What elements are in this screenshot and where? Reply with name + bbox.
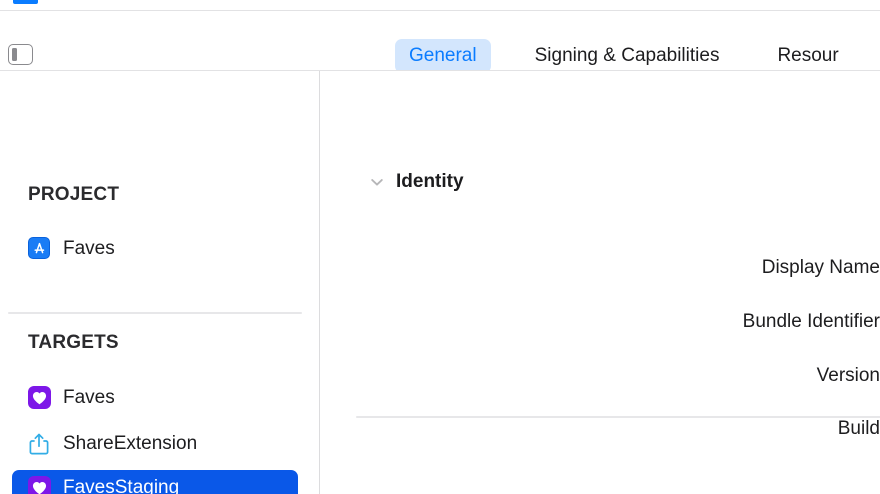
tab-general[interactable]: General: [395, 39, 491, 73]
tab-resource-tags[interactable]: Resour: [777, 45, 839, 66]
field-label-display-name: Display Name: [761, 257, 880, 278]
project-targets-sidebar: PROJECT Faves TARGETS Fave: [0, 71, 319, 494]
field-label-build: Build: [837, 418, 880, 439]
sidebar-item-target-shareextension[interactable]: ShareExtension: [12, 426, 298, 462]
sidebar-item-label: Faves: [63, 238, 115, 259]
tab-strip-divider: [0, 10, 880, 11]
share-extension-icon: [28, 432, 52, 456]
sidebar-toggle-icon[interactable]: [8, 44, 33, 65]
detail-section-divider: [356, 416, 880, 418]
active-editor-tab-indicator: [13, 0, 38, 4]
field-label-bundle-identifier: Bundle Identifier: [742, 311, 880, 332]
sidebar-item-project-faves[interactable]: Faves: [12, 231, 298, 267]
sidebar-detail-divider: [319, 71, 320, 494]
sidebar-item-label: FavesStaging: [63, 477, 180, 494]
sidebar-group-header-project: PROJECT: [28, 184, 120, 205]
toolbar-divider: [0, 70, 880, 71]
tab-signing-and-capabilities[interactable]: Signing & Capabilities: [534, 45, 720, 66]
chevron-down-icon[interactable]: [368, 173, 386, 191]
sidebar-item-target-favesstaging[interactable]: FavesStaging: [12, 470, 298, 494]
sidebar-item-target-faves[interactable]: Faves: [12, 380, 298, 416]
editor-tab-strip: [0, 0, 880, 11]
sidebar-section-divider: [8, 312, 302, 314]
sidebar-group-header-targets: TARGETS: [28, 332, 119, 353]
section-title: Identity: [396, 171, 464, 192]
sidebar-item-label: Faves: [63, 387, 115, 408]
app-target-heart-icon: [28, 386, 52, 410]
sidebar-item-label: ShareExtension: [63, 433, 198, 454]
field-label-version: Version: [816, 365, 880, 386]
target-settings-detail: Identity Display Name Bundle Identifier …: [320, 71, 880, 494]
editor-toolbar: General Signing & Capabilities Resour: [0, 11, 880, 73]
xcode-project-icon: [28, 237, 52, 261]
app-target-heart-icon: [28, 476, 52, 494]
section-identity-header: Identity: [368, 171, 464, 193]
project-editor-tabs: General Signing & Capabilities Resour: [395, 39, 853, 73]
